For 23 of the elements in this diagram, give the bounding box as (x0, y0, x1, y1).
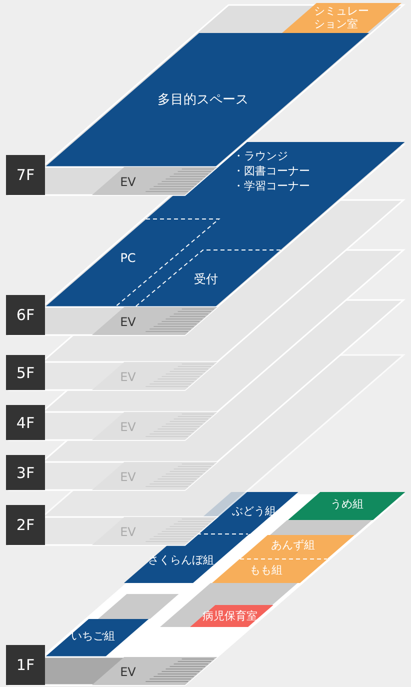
room-name: もも組 (250, 564, 282, 578)
room-name: うめ組 (330, 498, 364, 512)
floor-tag: 7F (6, 155, 45, 195)
area-name: PC (120, 252, 136, 266)
elevator-label: EV (120, 316, 136, 330)
room-name: シミュレーション室 (314, 5, 370, 31)
floor-tag: 5F (6, 355, 45, 390)
room-name: ・ラウンジ (233, 150, 288, 164)
room-name: いちご組 (71, 630, 115, 644)
area-name: 受付 (194, 273, 218, 287)
elevator-label: EV (120, 176, 136, 190)
room-name: ・学習コーナー (233, 180, 310, 194)
room-name: あんず組 (271, 540, 315, 552)
room-name: 病児保育室 (202, 610, 258, 624)
room-name: さくらんぼ組 (148, 554, 214, 568)
elevator-label: EV (120, 666, 136, 680)
floor-tag: 4F (6, 405, 45, 440)
floor-tag: 3F (6, 455, 45, 490)
floor-tag: 1F (6, 645, 45, 685)
floor-tag: 2F (6, 505, 45, 545)
room-name: 多目的スペース (158, 94, 248, 108)
floor-tag: 6F (6, 295, 45, 335)
room-name: ・図書コーナー (233, 166, 310, 178)
